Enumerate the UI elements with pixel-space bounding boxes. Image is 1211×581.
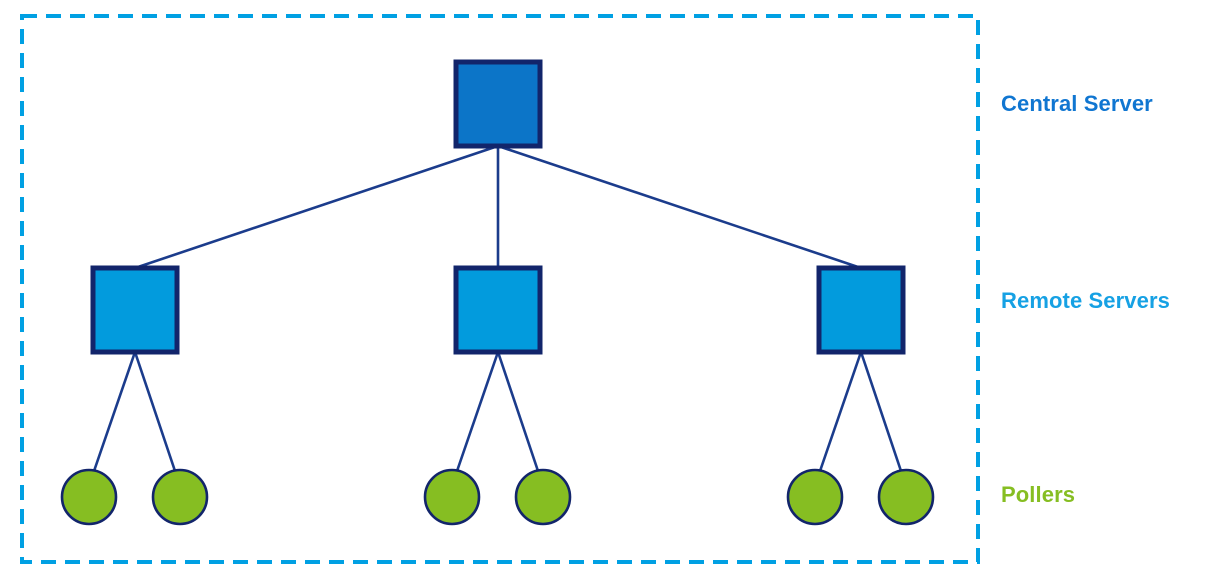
remote-server-node-right[interactable] bbox=[816, 265, 906, 355]
poller-node-1[interactable] bbox=[60, 468, 118, 526]
central-server-node[interactable] bbox=[453, 59, 543, 149]
poller-node-4[interactable] bbox=[514, 468, 572, 526]
link-central-to-remote-left bbox=[134, 144, 499, 270]
tier-label-pollers: Pollers bbox=[1001, 482, 1076, 507]
connection-links bbox=[91, 144, 904, 475]
link-remote-left-to-poller-1 bbox=[91, 351, 137, 475]
deployment-boundary bbox=[20, 14, 980, 564]
link-central-to-remote-right bbox=[497, 144, 862, 270]
poller-node-2[interactable] bbox=[151, 468, 209, 526]
link-remote-center-to-poller-3 bbox=[454, 351, 500, 475]
remote-server-node-left[interactable] bbox=[90, 265, 180, 355]
poller-tier bbox=[60, 468, 935, 526]
poller-node-6[interactable] bbox=[877, 468, 935, 526]
remote-server-tier bbox=[90, 265, 906, 355]
link-remote-left-to-poller-2 bbox=[133, 351, 178, 475]
link-remote-right-to-poller-5 bbox=[817, 351, 863, 475]
poller-node-3[interactable] bbox=[423, 468, 481, 526]
tier-label-central-server: Central Server bbox=[1001, 91, 1153, 116]
tier-label-remote-servers: Remote Servers bbox=[1001, 288, 1170, 313]
central-server-tier bbox=[453, 59, 543, 149]
poller-node-5[interactable] bbox=[786, 468, 844, 526]
link-remote-center-to-poller-4 bbox=[496, 351, 541, 475]
remote-server-node-center[interactable] bbox=[453, 265, 543, 355]
link-remote-right-to-poller-6 bbox=[859, 351, 904, 475]
